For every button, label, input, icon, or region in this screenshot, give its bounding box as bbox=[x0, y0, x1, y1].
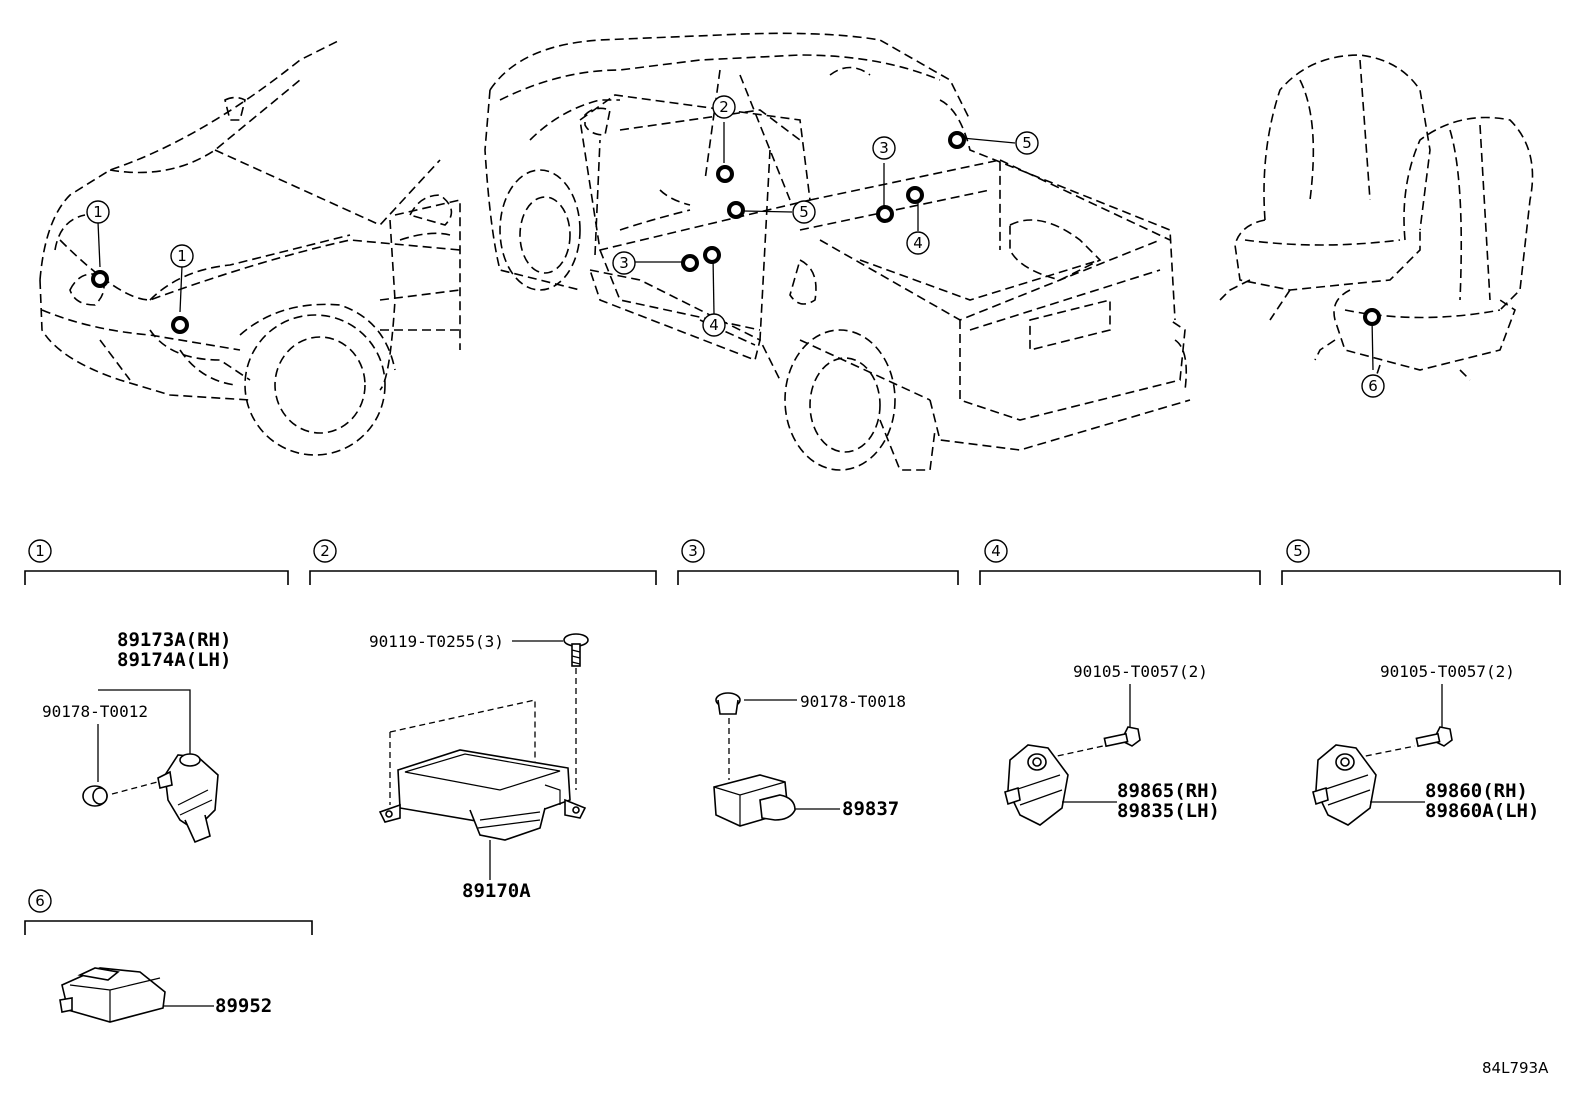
section-2-parts: 90119-T0255(3) 89170A bbox=[369, 632, 589, 902]
callout-number: 6 bbox=[1368, 377, 1378, 395]
mount-point bbox=[716, 165, 734, 183]
mount-point bbox=[1363, 308, 1381, 326]
section-5-parts: 90105-T0057(2) 89860(RH) 89860A(LH) bbox=[1312, 662, 1539, 826]
vehicle-front-view bbox=[39, 39, 461, 456]
mount-point bbox=[876, 205, 894, 223]
mount-point bbox=[703, 246, 721, 264]
airbag-ecu-part bbox=[378, 749, 587, 841]
part-number-89835: 89835(LH) bbox=[1117, 800, 1220, 822]
occupant-sensor-part bbox=[59, 967, 166, 1023]
overview-callout: 2 bbox=[712, 95, 736, 119]
diagram-reference-code: 84L793A bbox=[1482, 1059, 1549, 1077]
section-5-header: 5 bbox=[1281, 539, 1561, 585]
overview-callout: 5 bbox=[792, 200, 816, 224]
callout-number: 2 bbox=[719, 98, 729, 116]
section-2-header: 2 bbox=[309, 539, 657, 585]
front-sensor-part bbox=[157, 753, 219, 844]
part-number-90105-T0057: 90105-T0057(2) bbox=[1073, 662, 1208, 681]
mount-point bbox=[681, 254, 699, 272]
part-number-89860A: 89860A(LH) bbox=[1425, 800, 1539, 822]
section-number: 1 bbox=[35, 542, 45, 560]
callout-number: 4 bbox=[709, 316, 719, 334]
side-sensor-part bbox=[1312, 744, 1377, 826]
section-4-parts: 90105-T0057(2) 89865(RH) 89835(LH) bbox=[1004, 662, 1220, 826]
section-1-parts: 89173A(RH) 89174A(LH) 90178-T0012 bbox=[42, 629, 231, 844]
clip-part bbox=[715, 692, 741, 715]
overview-callout: 1 bbox=[86, 200, 110, 224]
section-number: 5 bbox=[1293, 542, 1303, 560]
part-number-90178-T0018: 90178-T0018 bbox=[800, 692, 906, 711]
bolt-part bbox=[563, 633, 589, 667]
callout-number: 1 bbox=[93, 203, 103, 221]
section-1-header: 1 bbox=[24, 539, 289, 585]
seats-view bbox=[1219, 54, 1534, 386]
part-number-89170A: 89170A bbox=[462, 880, 531, 902]
bolt-part bbox=[1415, 726, 1453, 748]
grommet-part bbox=[82, 785, 108, 807]
callout-number: 5 bbox=[1022, 134, 1032, 152]
overview-callout: 5 bbox=[1015, 131, 1039, 155]
mount-point bbox=[171, 316, 189, 334]
part-number-89860: 89860(RH) bbox=[1425, 780, 1528, 802]
vehicle-cab-bed-view bbox=[484, 32, 1191, 471]
part-number-89174A: 89174A(LH) bbox=[117, 649, 231, 671]
part-number-89952: 89952 bbox=[215, 995, 272, 1017]
section-number: 2 bbox=[320, 542, 330, 560]
mount-point bbox=[948, 131, 966, 149]
section-6-parts: 89952 bbox=[59, 967, 272, 1023]
overview-callout: 3 bbox=[612, 251, 636, 275]
overview-callout: 4 bbox=[702, 313, 726, 337]
overview-callout: 4 bbox=[906, 231, 930, 255]
overview-callout: 6 bbox=[1361, 374, 1385, 398]
callout-leaders bbox=[97, 122, 1374, 371]
section-3-parts: 90178-T0018 89837 bbox=[713, 692, 906, 827]
side-sensor-part bbox=[1004, 744, 1069, 826]
mount-point bbox=[906, 186, 924, 204]
part-number-89865: 89865(RH) bbox=[1117, 780, 1220, 802]
mount-points bbox=[91, 131, 1381, 334]
section-3-header: 3 bbox=[677, 539, 959, 585]
bolt-part bbox=[1103, 726, 1141, 748]
part-number-90105-T0057: 90105-T0057(2) bbox=[1380, 662, 1515, 681]
callout-number: 3 bbox=[619, 254, 629, 272]
part-number-90119-T0255: 90119-T0255(3) bbox=[369, 632, 504, 651]
part-number-90178-T0012: 90178-T0012 bbox=[42, 702, 148, 721]
section-6-header: 6 bbox=[24, 889, 313, 935]
callout-number: 4 bbox=[913, 234, 923, 252]
section-number: 6 bbox=[35, 892, 45, 910]
section-number: 3 bbox=[688, 542, 698, 560]
mount-point bbox=[91, 270, 109, 288]
part-number-89173A: 89173A(RH) bbox=[117, 629, 231, 651]
section-4-header: 4 bbox=[979, 539, 1261, 585]
side-sensor-part bbox=[713, 774, 796, 827]
section-number: 4 bbox=[991, 542, 1001, 560]
callout-number: 3 bbox=[879, 139, 889, 157]
overview-callout: 1 bbox=[170, 244, 194, 268]
part-number-89837: 89837 bbox=[842, 798, 899, 820]
mount-point bbox=[727, 201, 745, 219]
overview-callout: 3 bbox=[872, 136, 896, 160]
callout-number: 5 bbox=[799, 203, 809, 221]
callout-number: 1 bbox=[177, 247, 187, 265]
